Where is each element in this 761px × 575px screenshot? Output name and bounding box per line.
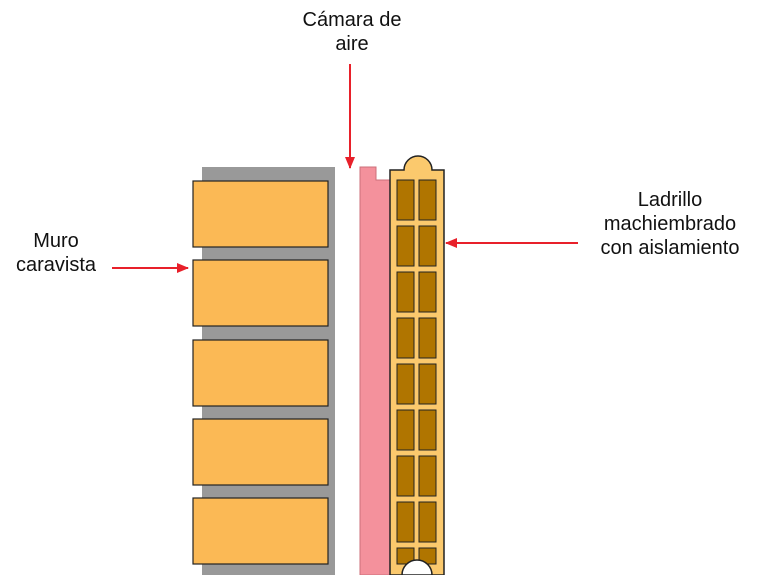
brick-cavity — [418, 317, 437, 359]
air-chamber-label-line-1: Cámara de — [302, 9, 402, 31]
facing-wall-label-line-2: caravista — [15, 254, 97, 276]
brick-cavity — [418, 409, 437, 451]
air-chamber-label: Cámara de aire — [287, 8, 417, 56]
brick-cavity — [396, 409, 415, 451]
brick-cavity — [396, 547, 415, 565]
facing-bricks — [192, 180, 329, 565]
tongue-groove-brick-label-line-3: con aislamiento — [600, 237, 740, 259]
brick-cavity — [418, 179, 437, 221]
air-chamber-label-line-2: aire — [335, 33, 369, 55]
brick-cavity — [396, 455, 415, 497]
facing-wall-label: Muro caravista — [0, 229, 112, 277]
facing-brick — [192, 497, 329, 565]
tongue-groove-brick-label-line-1: Ladrillo — [637, 189, 703, 211]
tongue-groove-brick — [389, 155, 445, 575]
brick-cavity — [396, 317, 415, 359]
facing-brick — [192, 180, 329, 248]
brick-bottom-groove — [401, 559, 433, 575]
brick-cavity — [418, 455, 437, 497]
facing-brick — [192, 418, 329, 486]
brick-cavity — [418, 501, 437, 543]
brick-cavity — [418, 363, 437, 405]
brick-cavity — [396, 271, 415, 313]
brick-cavity — [396, 363, 415, 405]
facing-brick — [192, 339, 329, 407]
brick-cavity — [396, 501, 415, 543]
tongue-groove-brick-label-line-2: machiembrado — [603, 213, 737, 235]
tongue-groove-brick-label: Ladrillo machiembrado con aislamiento — [580, 188, 760, 260]
facing-wall-label-line-1: Muro — [33, 230, 79, 252]
brick-cavity — [418, 225, 437, 267]
brick-cavity — [396, 225, 415, 267]
brick-cavity — [396, 179, 415, 221]
insulation-layer — [359, 166, 391, 575]
brick-cavity — [418, 271, 437, 313]
brick-cavities — [396, 179, 437, 565]
facing-brick — [192, 259, 329, 327]
